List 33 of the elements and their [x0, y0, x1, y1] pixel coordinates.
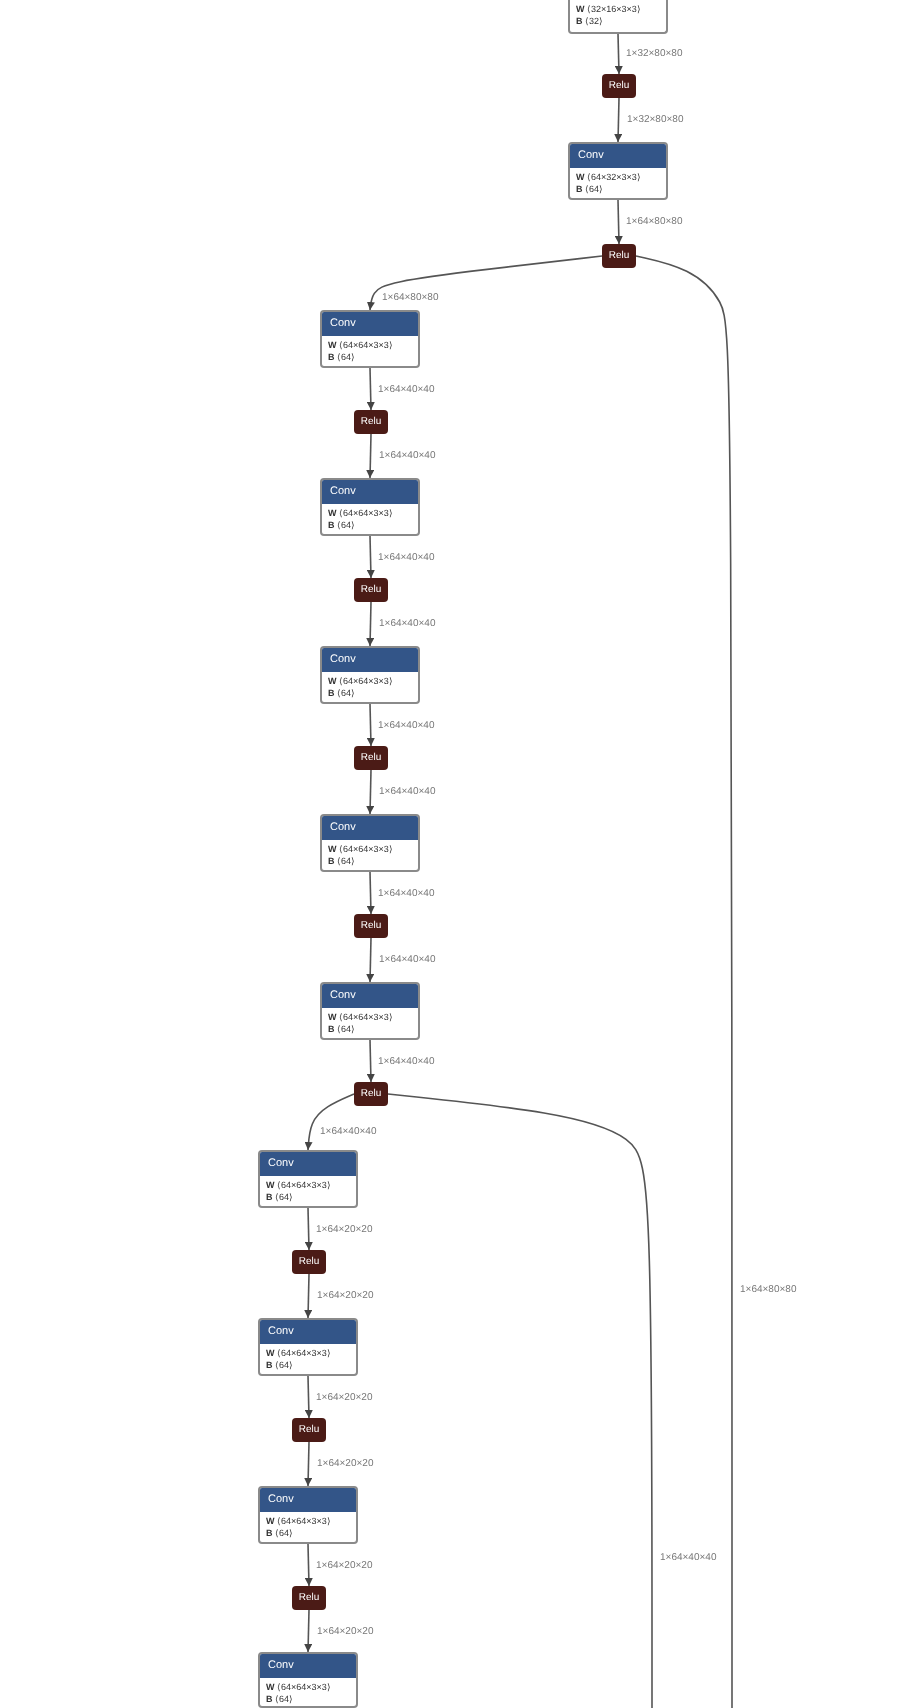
arrow	[366, 367, 375, 411]
conv-node	[568, 142, 668, 200]
conv-node	[320, 478, 420, 536]
arrow	[614, 33, 623, 75]
arrow	[304, 1441, 313, 1487]
arrow	[304, 1543, 313, 1587]
arrow	[366, 769, 375, 815]
conv-node	[258, 1150, 358, 1208]
connector-line	[387, 1093, 653, 1708]
arrow	[304, 1375, 313, 1419]
arrow	[304, 1273, 313, 1319]
arrow	[614, 199, 623, 245]
arrow	[366, 703, 375, 747]
conv-node	[320, 814, 420, 872]
conv-node	[568, 0, 668, 34]
arrow	[366, 255, 603, 311]
conv-node	[320, 310, 420, 368]
arrow	[366, 433, 375, 479]
arrow	[614, 97, 623, 143]
connector-line	[635, 255, 733, 1708]
arrow	[366, 535, 375, 579]
arrow	[304, 1207, 313, 1251]
conv-node	[258, 1318, 358, 1376]
arrow	[366, 871, 375, 915]
conv-node	[258, 1486, 358, 1544]
arrow	[366, 1039, 375, 1083]
arrow	[366, 601, 375, 647]
conv-node	[320, 982, 420, 1040]
arrow	[304, 1609, 313, 1653]
arrow	[304, 1093, 355, 1151]
conv-node	[320, 646, 420, 704]
conv-node	[258, 1652, 358, 1708]
arrow	[366, 937, 375, 983]
